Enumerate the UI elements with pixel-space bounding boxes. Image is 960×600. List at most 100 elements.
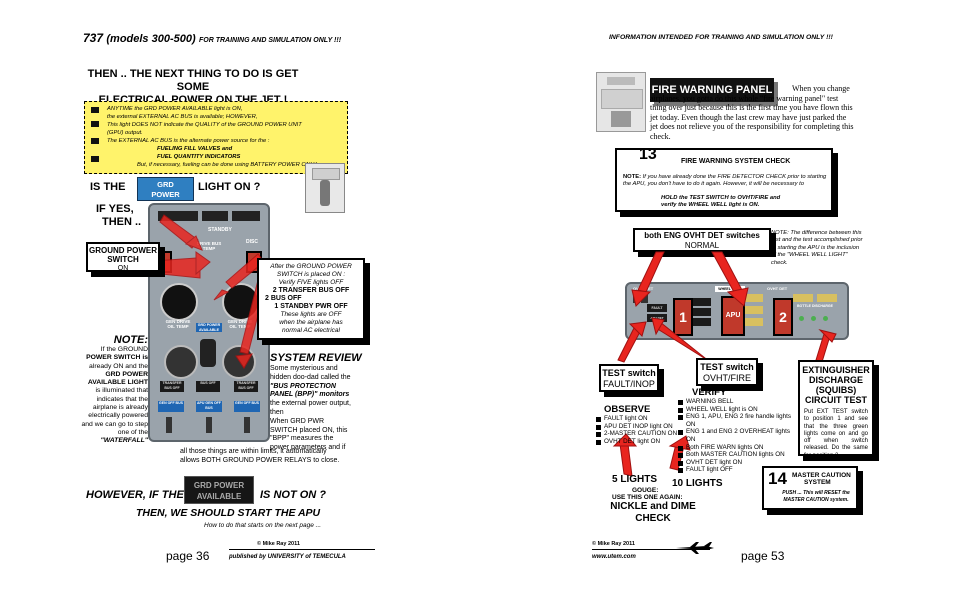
extinguisher-callout: EXTINGUISHER DISCHARGE (SQUIBS) CIRCUIT … [798,360,874,459]
test-switch-fault-callout: TEST switch FAULT/INOP [599,364,659,392]
step-14-number: 14 [768,469,787,488]
airplane-icon [676,542,714,554]
sr-5: then [270,408,284,416]
ground-power-switch-callout: GROUND POWER SWITCH ON [86,242,160,272]
note-line-8: But, if necessary, fueling can be done u… [137,162,318,168]
sr-8: "BPP" measures the [270,435,334,443]
header-model: 737 [83,31,104,45]
grd-power-note-box: ANYTIME the GRD POWER AVAILABLE light is… [84,101,348,174]
verify-item-3: ENG 1 and ENG 2 OVERHEAT lights ON [678,428,798,443]
heading-line-1: THEN .. THE NEXT THING TO DO IS GET SOME [87,68,299,93]
is-the-label: IS THE [90,181,126,193]
disc-label: DISC [246,239,258,245]
verify-section: VERIFY WARNING BELL WHEEL WELL light is … [678,388,798,474]
observe-title: OBSERVE [604,404,651,415]
left-note-title: NOTE: [113,334,148,346]
cockpit-thumbnail [596,72,646,132]
ground-power-switch-illustration [305,163,345,213]
step-14-title-1: MASTER CAUTION [792,472,851,479]
start-apu-label: THEN, WE SHOULD START THE APU [136,507,321,519]
then-text: THEN .. [102,216,142,228]
verify-item-1: WHEEL WELL light is ON [678,406,798,414]
test-b-title: TEST switch [700,362,754,372]
step-14-title-2: SYSTEM [804,479,831,486]
after-l2: SWITCH is placed ON : [276,271,346,278]
test-switch-ovht-callout: TEST switch OVHT/FIRE [696,358,758,386]
observe-item-0: FAULT light ON [596,415,678,423]
left-copyright: © Mike Ray 2011 [257,541,300,547]
right-page: INFORMATION INTENDED FOR TRAINING AND SI… [480,0,960,600]
eng-ovht-callout: both ENG OVHT DET switches NORMAL [633,228,771,252]
is-not-on-label: IS NOT ON ? [260,489,326,501]
after-l9: normal AC electrical [282,327,340,334]
ext-t3: (SQUIBS) [815,385,857,395]
after-l6: 1 STANDBY PWR OFF [274,303,348,310]
after-l1: After the GROUND POWER [270,263,352,270]
step-13-action-1: HOLD the TEST SWITCH to OVHT/FIRE and [661,195,781,201]
sr-2: "BUS PROTECTION [270,382,336,390]
system-review: SYSTEM REVIEW Some mysterious and hidden… [270,352,390,453]
sr-11: allows BOTH GROUND POWER RELAYS to close… [180,457,340,464]
gouge-label: GOUGE: [632,487,659,494]
trans-bus-off-light: TRANSFER BUS OFF [160,381,184,392]
intro-text: When you change airplanes, you gotta do … [650,84,854,141]
verify-item-4: Both FIRE WARN lights ON [678,444,798,452]
bus-off-light: BUS OFF [196,381,220,392]
note-line-2: the external EXTERNAL AC BUS is availabl… [107,114,258,120]
five-lights-label: 5 LIGHTS [612,474,658,485]
if-yes-text: IF YES, [96,203,134,215]
note-line-6: FUELING FILL VALVES and [157,146,233,152]
after-l8: when the airplane has [279,319,343,326]
sr-7: SWITCH placed ON, this [270,426,348,434]
system-review-title: SYSTEM REVIEW [270,352,362,364]
ext-t2: DISCHARGE [808,375,863,385]
note-line-7: FUEL QUANTITY INDICATORS [157,154,241,160]
ten-lights-label: 10 LIGHTS [672,478,723,489]
note-line-3: This light DOES NOT indicate the QUALITY… [107,122,302,128]
verify-item-2: ENG 1, APU, ENG 2 fire handle lights ON [678,413,798,428]
verify-title: VERIFY [692,387,727,398]
verify-item-5: Both MASTER CAUTION lights ON [678,451,798,459]
left-publisher: published by UNIVERSITY of TEMECULA [229,554,346,560]
ext-text: Put EXT TEST switch to position 1 and se… [804,409,868,459]
right-copyright: © Mike Ray 2011 [592,541,635,547]
right-website: www.utem.com [592,554,636,560]
apu-handle-label: APU [725,312,741,319]
verify-item-7: FAULT light OFF [678,466,798,474]
left-note-line-7: airplane is already [92,404,148,412]
eng-ovht-title: both ENG OVHT DET switches [644,231,760,240]
gps-state: ON [117,265,129,272]
left-header: 737 (models 300-500) FOR TRAINING AND SI… [83,31,341,45]
header-note: FOR TRAINING AND SIMULATION ONLY !!! [198,37,342,44]
left-note-line-2: already ON and the [89,362,148,370]
trans-bus-off-light-2: TRANSFER BUS OFF [234,381,258,392]
sr-0: Some mysterious and [270,365,338,372]
nickle-dime-2: CHECK [635,513,671,524]
sr-4: the external power output, [270,400,351,408]
left-note-line-9: and we can go to step [81,420,148,428]
apu-gen-off-bus: APU GEN OFF BUS [196,401,222,412]
sr-3: PANEL (BPP)" monitors [270,391,350,399]
ovht-det-label-2: OVHT DET [767,286,788,291]
after-l7: These lights are OFF [280,311,342,318]
after-l3: Verify FIVE lights OFF [278,279,344,286]
left-note-line-1: POWER SWITCH is [86,354,148,362]
eng1-handle-label: 1 [679,309,687,325]
left-note-line-11: "WATERFALL" [100,437,148,445]
step-14-box: 14 MASTER CAUTION SYSTEM PUSH ... This w… [762,466,858,510]
eng2-fire-handle[interactable]: 2 [773,298,793,336]
left-page: 737 (models 300-500) FOR TRAINING AND SI… [81,31,390,563]
sr-10: all those things are within limits, it a… [180,448,327,455]
nickle-dime-label: NICKLE and DIME CHECK [610,501,696,525]
gen-off-bus-2: GEN OFF BUS [234,401,260,412]
left-note-line-6: indicates that the [96,395,148,403]
bottle-discharge-label: BOTTLE DISCHARGE [797,304,833,308]
fault-light: FAULT [647,304,667,312]
after-l4: 2 TRANSFER BUS OFF [272,287,350,294]
step-13-box: 13 FIRE WARNING SYSTEM CHECK NOTE: If yo… [615,147,833,212]
however-label: HOWEVER, IF THE [86,489,184,501]
left-note-line-8: electrically powered [88,412,148,420]
eng1-fire-handle[interactable]: 1 [673,298,693,336]
after-l5: 2 BUS OFF [265,295,302,302]
test-b-state: OVHT/FIRE [702,373,751,383]
